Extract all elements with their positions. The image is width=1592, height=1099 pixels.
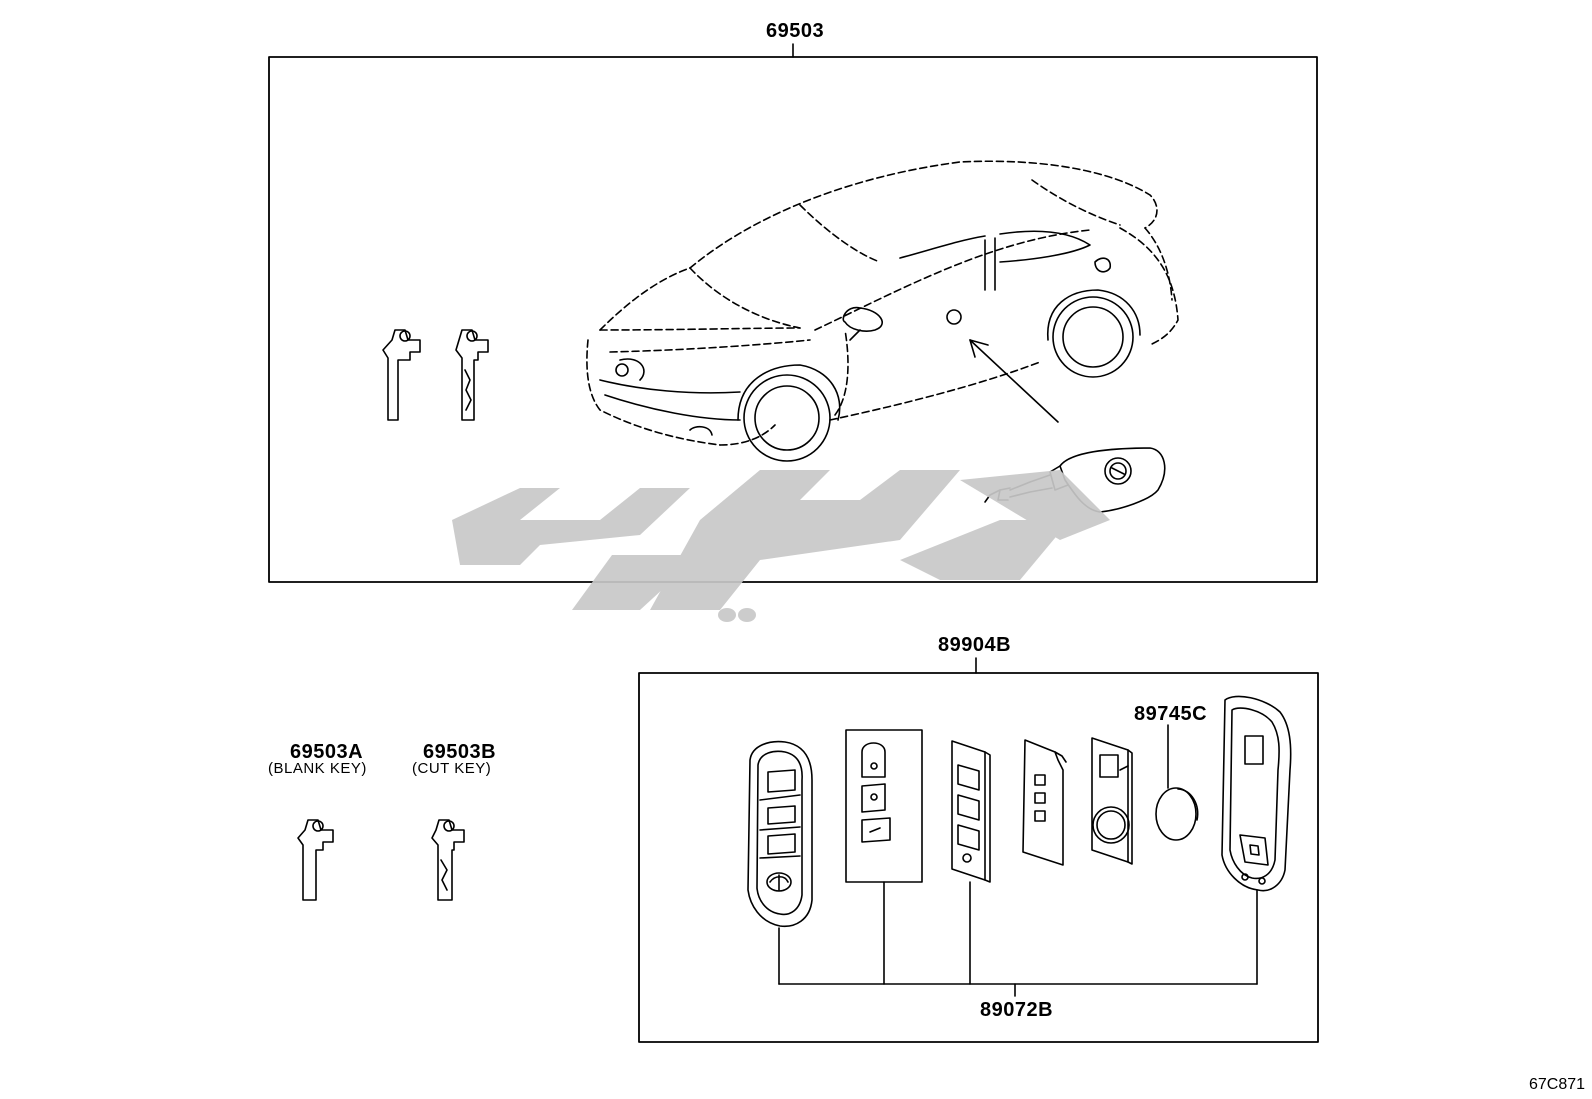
car-solid-details: [599, 230, 1141, 462]
transmitter-housing-back: [1221, 695, 1292, 892]
label-blank-key: (BLANK KEY): [268, 760, 367, 777]
battery-holder: [1091, 737, 1133, 865]
rubber-sheet: [951, 740, 991, 883]
label-69503: 69503: [766, 20, 825, 42]
circuit-board: [1022, 739, 1067, 866]
location-arrow: [969, 339, 1059, 423]
transmitter-housing-front: [747, 740, 813, 928]
door-lock-location: [946, 309, 962, 325]
front-wheel: [743, 374, 831, 462]
label-89072B: 89072B: [980, 999, 1054, 1021]
cut-key-drawing: [431, 819, 465, 901]
label-89904B: 89904B: [938, 634, 1012, 656]
battery-coin: [1155, 787, 1199, 841]
button-set: [845, 729, 923, 883]
car-outline-drawing: [586, 160, 1179, 446]
assembly-bracket: [778, 881, 1258, 997]
label-89745C: 89745C: [1134, 703, 1208, 725]
label-69503B: 69503B: [423, 741, 497, 763]
blank-key-drawing: [297, 819, 334, 901]
label-cut-key: (CUT KEY): [412, 760, 492, 777]
rear-wheel: [1052, 296, 1134, 378]
label-69503A: 69503A: [290, 741, 364, 763]
kit-frame-89904B: [638, 672, 1319, 1043]
watermark-logo: [452, 470, 1110, 622]
diagram-code: 67C871: [1529, 1076, 1586, 1093]
key-pair-top: [382, 329, 489, 421]
